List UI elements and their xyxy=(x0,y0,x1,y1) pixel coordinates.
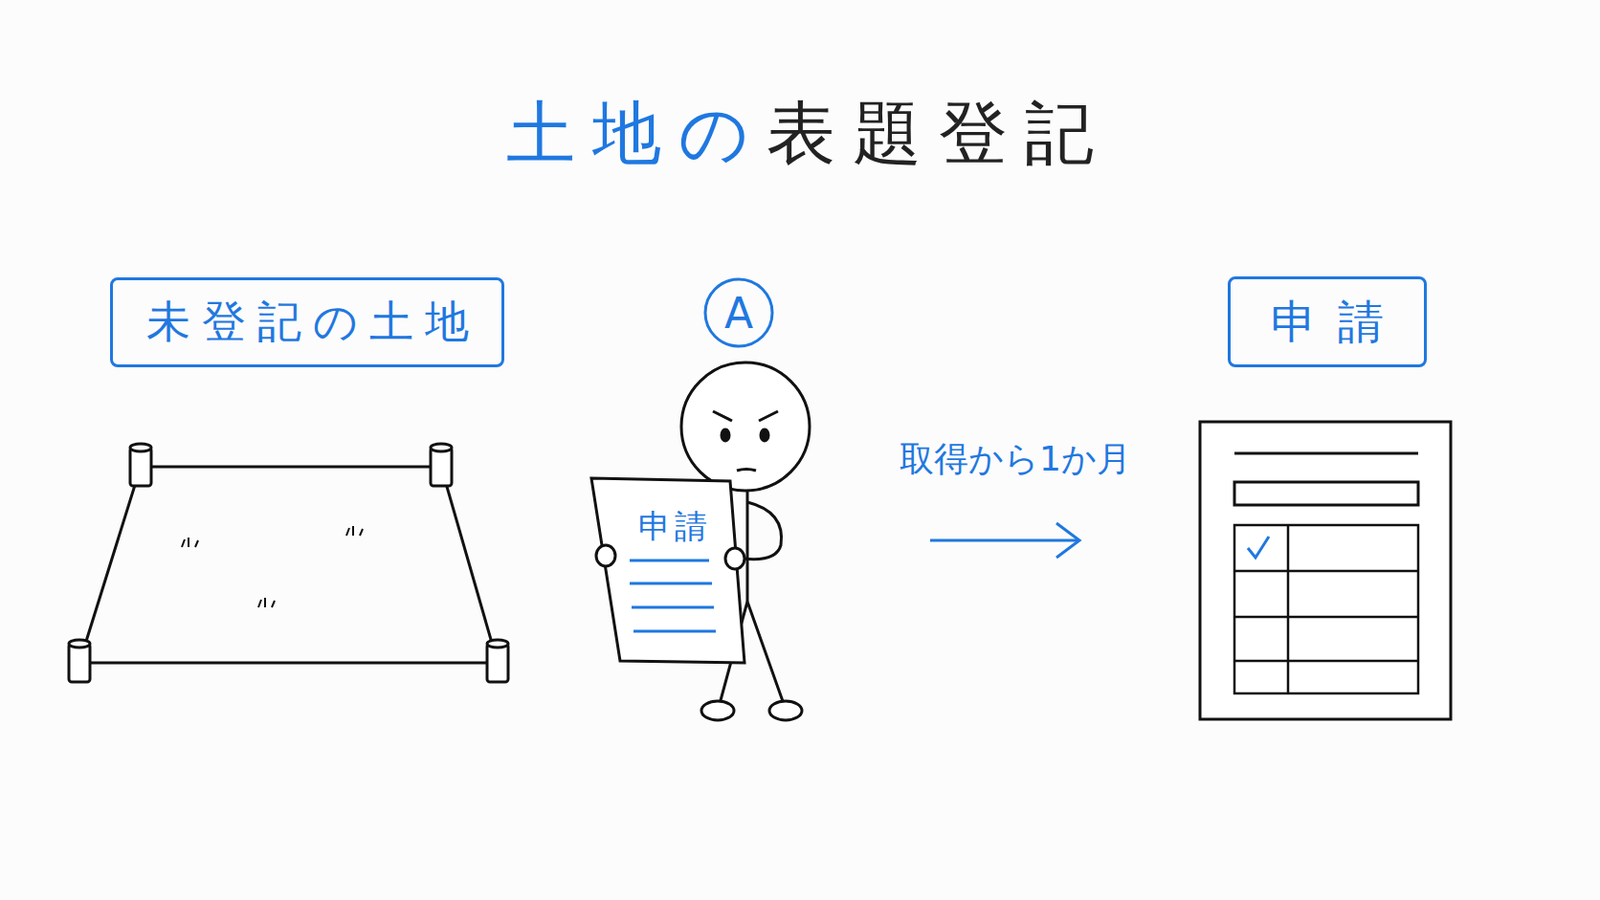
hands xyxy=(596,545,745,570)
title-row: 土地の表題登記 xyxy=(0,88,1600,180)
form-document-part xyxy=(1234,570,1419,574)
rounded-box: 申請 xyxy=(1227,276,1427,368)
land-plot-part xyxy=(181,526,363,608)
land-plot-part-part xyxy=(430,444,452,452)
paper-shape xyxy=(591,478,745,664)
land-plot-part-part xyxy=(68,640,90,648)
land-plot-part xyxy=(68,444,509,683)
land-plot xyxy=(68,444,509,683)
person-part xyxy=(760,429,769,442)
person-part xyxy=(701,701,734,721)
land-plot-part-part xyxy=(258,598,275,608)
land-plot-part-part xyxy=(130,444,152,452)
form-document xyxy=(1200,422,1451,720)
person-part xyxy=(746,490,750,602)
arrow xyxy=(930,523,1080,558)
land-plot-part-part xyxy=(487,640,509,648)
person-part xyxy=(742,502,782,560)
arrow-part xyxy=(1056,523,1080,558)
paper-lines xyxy=(629,560,716,632)
person-part xyxy=(736,469,756,472)
form-document-part xyxy=(1200,422,1451,720)
rounded-box: 未登記の土地 xyxy=(110,277,505,368)
paper-lines-part xyxy=(631,606,714,610)
land-plot-part-part xyxy=(430,447,452,487)
person-part xyxy=(681,362,810,491)
paper-outline xyxy=(589,476,747,666)
land-plot-part xyxy=(79,662,498,666)
form-document-part xyxy=(1247,536,1269,558)
land-plot-part-part xyxy=(346,526,363,536)
land-plot-part-part xyxy=(181,537,199,548)
node-text: 申請 xyxy=(1249,291,1405,354)
person-part xyxy=(712,411,778,422)
person-part xyxy=(769,701,802,721)
held-paper: 申請 xyxy=(589,476,747,666)
node-text: 申請 xyxy=(634,505,712,550)
land-plot-part-part xyxy=(68,644,90,683)
land-plot-part xyxy=(79,466,141,664)
land-plot-part-part xyxy=(130,447,152,487)
hands-part xyxy=(725,548,745,570)
paper-lines-part xyxy=(633,630,716,634)
callout-circle: A xyxy=(703,277,775,349)
node-text: 未登記の土地 xyxy=(134,292,481,353)
form-document-part xyxy=(1234,452,1419,456)
note-label: 取得から1か月 xyxy=(899,436,1132,484)
land-plot-part-part xyxy=(487,644,509,683)
arrow-part xyxy=(930,539,1078,543)
land-plot-part xyxy=(441,466,498,664)
form-document-part xyxy=(1287,525,1290,694)
hands-part xyxy=(596,545,616,567)
form-document-part xyxy=(1234,482,1419,506)
paper-lines-part xyxy=(629,559,710,563)
node-text: A xyxy=(724,288,754,338)
form-document-part xyxy=(1234,660,1419,664)
paper-lines-part xyxy=(629,582,712,586)
person-part xyxy=(721,429,730,442)
land-plot-part xyxy=(140,466,442,469)
title-text: 土地の表題登記 xyxy=(488,88,1112,180)
circle-shape xyxy=(705,279,773,347)
form-document-part xyxy=(1234,525,1419,694)
form-document-part xyxy=(1234,616,1419,620)
